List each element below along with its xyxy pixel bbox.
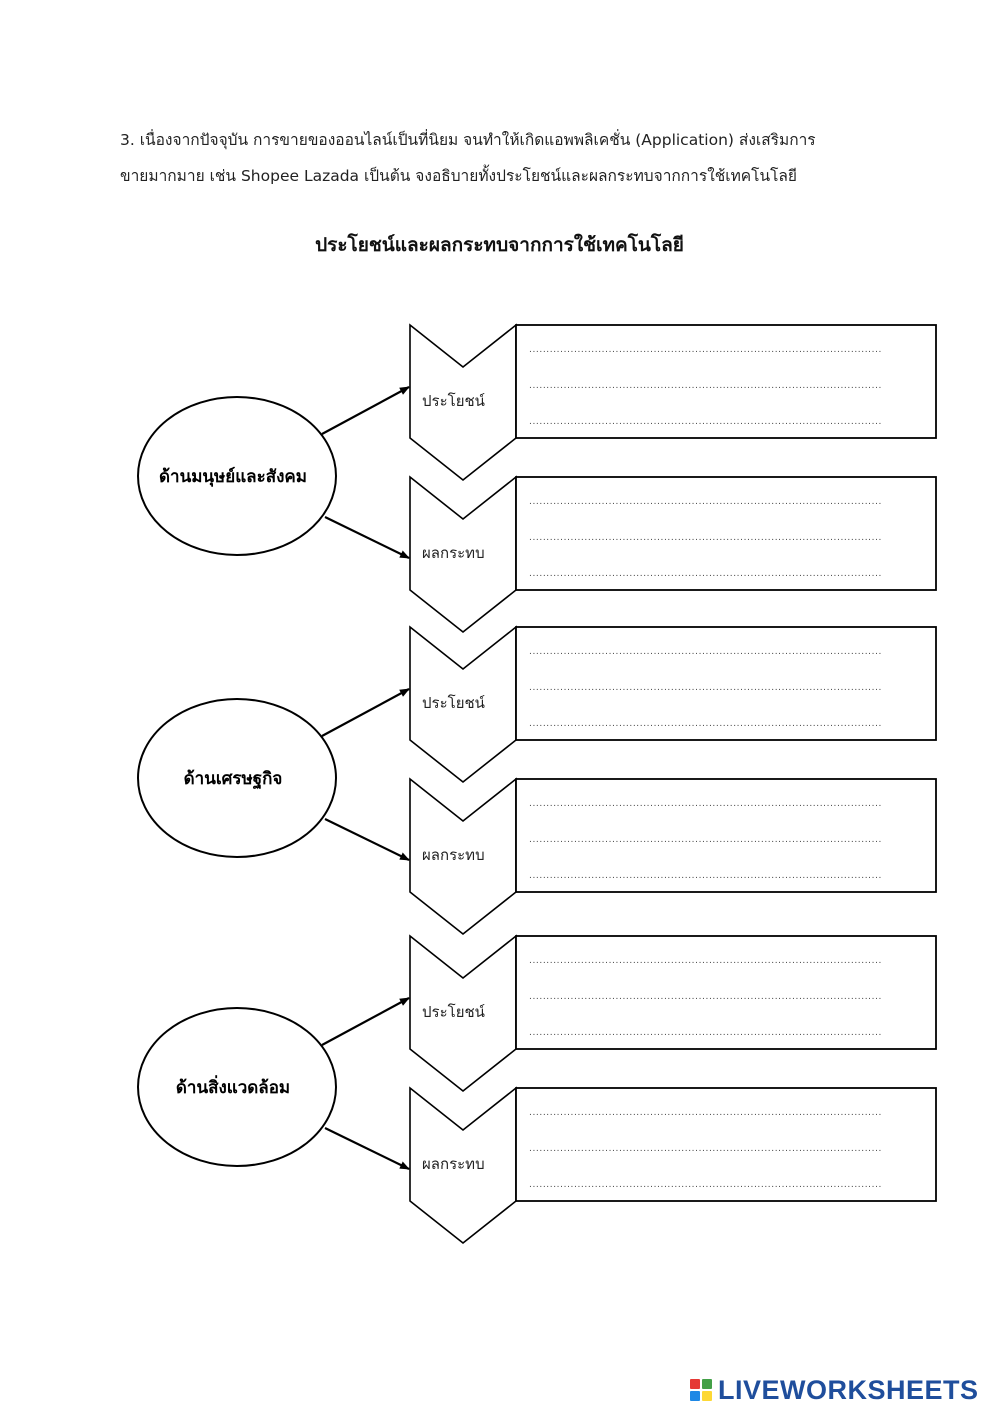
answer-box[interactable]	[515, 626, 937, 741]
item-label: ประโยชน์	[422, 694, 485, 712]
answer-line[interactable]: ........................................…	[529, 956, 882, 966]
answer-line[interactable]: ........................................…	[529, 1144, 882, 1154]
answer-line[interactable]: ........................................…	[529, 417, 882, 427]
connector-arrow	[321, 688, 410, 737]
answer-line[interactable]: ........................................…	[529, 835, 882, 845]
answer-box[interactable]	[515, 476, 937, 591]
answer-line[interactable]: ........................................…	[529, 647, 882, 657]
answer-line[interactable]: ........................................…	[529, 345, 882, 355]
answer-line[interactable]: ........................................…	[529, 569, 882, 579]
worksheet-title: ประโยชน์และผลกระทบจากการใช้เทคโนโลยี	[315, 234, 684, 256]
answer-line[interactable]: ........................................…	[529, 992, 882, 1002]
answer-box[interactable]	[515, 1087, 937, 1202]
question-text: 3. เนื่องจากปัจจุบัน การขายของออนไลน์เป็…	[120, 122, 920, 194]
answer-box[interactable]	[515, 324, 937, 439]
aspect-group: ด้านเศรษฐกิจ ประโยชน์....................…	[137, 625, 937, 936]
connector-arrow	[321, 997, 410, 1046]
aspect-ellipse	[137, 1007, 337, 1167]
aspect-ellipse	[137, 698, 337, 858]
connector-arrow	[324, 818, 410, 861]
item-label: ประโยชน์	[422, 1003, 485, 1021]
connector-arrow	[324, 1127, 410, 1170]
question-line-1: 3. เนื่องจากปัจจุบัน การขายของออนไลน์เป็…	[120, 131, 816, 149]
item-label: ผลกระทบ	[422, 544, 485, 562]
answer-box[interactable]	[515, 935, 937, 1050]
answer-line[interactable]: ........................................…	[529, 683, 882, 693]
answer-line[interactable]: ........................................…	[529, 497, 882, 507]
item-label: ผลกระทบ	[422, 846, 485, 864]
liveworksheets-logo: LIVEWORKSHEETS	[690, 1373, 979, 1407]
question-line-2: ขายมากมาย เช่น Shopee Lazada เป็นต้น จงอ…	[120, 167, 798, 185]
answer-box[interactable]	[515, 778, 937, 893]
answer-line[interactable]: ........................................…	[529, 533, 882, 543]
answer-line[interactable]: ........................................…	[529, 1028, 882, 1038]
aspect-label: ด้านสิ่งแวดล้อม	[176, 1075, 290, 1098]
logo-icon	[690, 1379, 712, 1401]
answer-line[interactable]: ........................................…	[529, 381, 882, 391]
aspect-label: ด้านเศรษฐกิจ	[184, 769, 283, 790]
answer-line[interactable]: ........................................…	[529, 1180, 882, 1190]
aspect-label: ด้านมนุษย์และสังคม	[159, 466, 307, 487]
logo-text: LIVEWORKSHEETS	[718, 1374, 979, 1405]
aspect-group: ด้านสิ่งแวดล้อม ประโยชน์.................…	[137, 934, 937, 1245]
answer-line[interactable]: ........................................…	[529, 1108, 882, 1118]
connector-arrow	[324, 516, 410, 559]
aspect-group: ด้านมนุษย์และสังคม ประโยชน์..............…	[137, 323, 937, 634]
item-label: ผลกระทบ	[422, 1155, 485, 1173]
connector-arrow	[321, 386, 410, 435]
answer-line[interactable]: ........................................…	[529, 799, 882, 809]
answer-line[interactable]: ........................................…	[529, 871, 882, 881]
item-label: ประโยชน์	[422, 392, 485, 410]
answer-line[interactable]: ........................................…	[529, 719, 882, 729]
aspect-ellipse	[137, 396, 337, 556]
